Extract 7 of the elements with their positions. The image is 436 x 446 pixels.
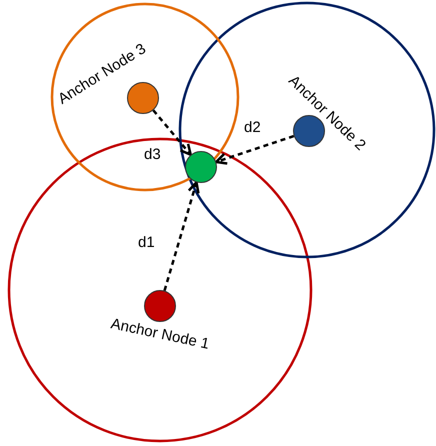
dashed-arrow bbox=[152, 109, 192, 156]
node-caption: Anchor Node 1 bbox=[110, 316, 210, 352]
edge-label: d2 bbox=[243, 120, 262, 135]
edge-label: d1 bbox=[137, 235, 156, 250]
edge-label: d3 bbox=[143, 147, 162, 162]
dashed-arrow bbox=[163, 181, 200, 291]
dashed-arrow bbox=[214, 134, 294, 165]
